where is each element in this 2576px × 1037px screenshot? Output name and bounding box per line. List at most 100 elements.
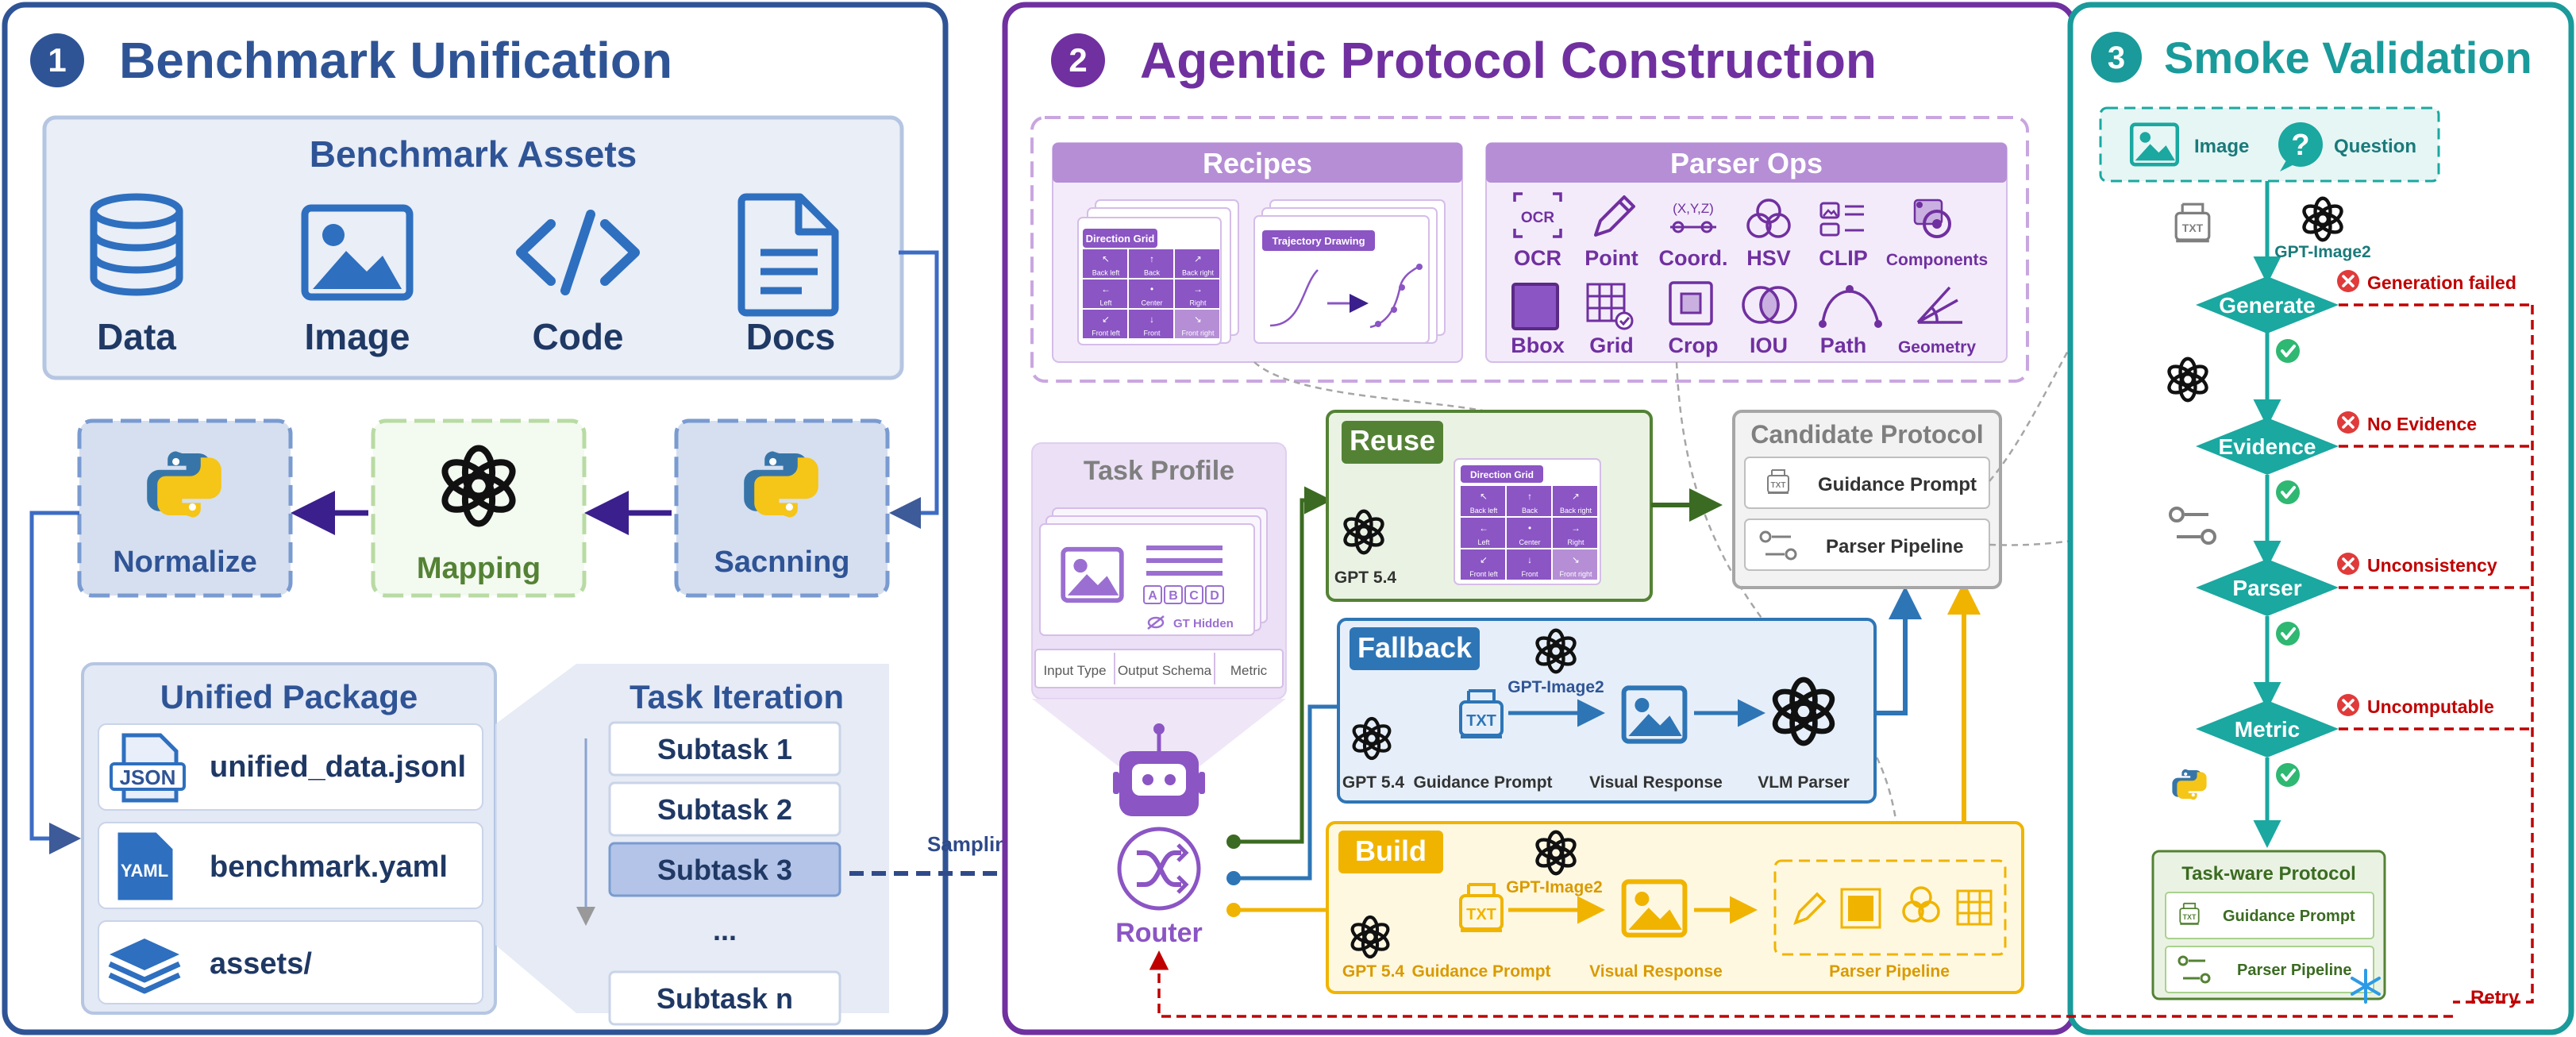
grid-cell-arrow: ↓	[1527, 555, 1532, 565]
subtask-label: Subtask 1	[657, 733, 792, 765]
panel3-title: Smoke Validation	[2164, 33, 2532, 83]
taskware-guidance-row[interactable]	[2165, 892, 2374, 939]
panel-benchmark-unification: 1 Benchmark Unification Benchmark Assets…	[2, 2, 1020, 1035]
coordinate-icon[interactable]: (X,Y,Z)	[1670, 201, 1716, 233]
check-icon	[2274, 761, 2301, 788]
taskware-parser-row[interactable]	[2165, 946, 2374, 993]
grid-cell-label: Right	[1567, 538, 1584, 546]
crop-icon[interactable]	[1669, 281, 1713, 326]
grid-cell-arrow: ←	[1101, 284, 1111, 295]
build-grid-icon	[1956, 889, 1993, 926]
grid-cell-arrow: ↓	[1149, 314, 1154, 325]
recipe-direction-grid: ↖Back left↑Back↗Back right←Left•Center→R…	[1083, 249, 1219, 338]
asset-image-label: Image	[305, 316, 410, 357]
answer-option-letter: B	[1169, 589, 1178, 603]
candidate-guidance-to-validation	[1989, 228, 2165, 482]
grid-cell-label: Front left	[1092, 329, 1120, 337]
subtask-item[interactable]	[608, 781, 841, 837]
shuffle-icon	[1117, 827, 1201, 911]
retry-to-router-arrow	[1149, 950, 2453, 1018]
candidate-guidance-row[interactable]	[1744, 457, 1990, 509]
json-file-icon: JSON	[110, 733, 186, 803]
parser-op-label: CLIP	[1819, 246, 1868, 270]
file-yaml-label: benchmark.yaml	[210, 850, 448, 884]
task-profile-title: Task Profile	[1084, 456, 1234, 486]
scanning-step: Sacnning	[674, 418, 890, 598]
grid-cell-arrow: ↑	[1149, 254, 1154, 264]
gt-hidden-label: GT Hidden	[1173, 617, 1234, 630]
candidate-pipeline-icon	[1759, 530, 1797, 561]
panel2-number: 2	[1069, 41, 1087, 79]
svg-text:JSON: JSON	[120, 765, 176, 789]
path-icon[interactable]	[1819, 285, 1882, 328]
grid-cell-arrow: →	[1571, 523, 1581, 534]
validation-gen-model: GPT-Image2	[2274, 243, 2370, 261]
clip-icon[interactable]	[1819, 202, 1864, 237]
grid-cell-label: Right	[1189, 299, 1207, 306]
iou-icon[interactable]	[1742, 286, 1797, 324]
grid-cell-arrow: ↙	[1480, 555, 1488, 565]
file-row-yaml[interactable]: YAML benchmark.yaml	[98, 822, 483, 909]
grid-cell	[1175, 249, 1219, 278]
mapping-label: Mapping	[417, 552, 541, 585]
grid-icon[interactable]	[1586, 283, 1634, 330]
subtask-item[interactable]	[608, 970, 841, 1026]
candidate-parser-to-validation	[1989, 520, 2163, 546]
grid-cell	[1083, 279, 1127, 308]
profile-field-input-type: Input Type	[1043, 663, 1106, 678]
grid-cell	[1553, 486, 1597, 516]
profile-field-output-schema: Output Schema	[1118, 663, 1212, 678]
grid-cell-label: Back	[1522, 507, 1538, 515]
grid-cell-arrow: ↖	[1102, 254, 1110, 264]
parser-ops-title: Parser Ops	[1670, 147, 1823, 179]
grid-cell	[1461, 549, 1505, 580]
scanning-label: Sacnning	[714, 545, 849, 579]
recipes-title: Recipes	[1203, 147, 1312, 179]
file-row-json[interactable]: JSON unified_data.jsonl	[98, 723, 483, 811]
fail-icon	[2335, 410, 2361, 435]
pen-icon[interactable]	[1594, 195, 1635, 237]
database-icon	[90, 193, 183, 296]
hsv-icon[interactable]	[1746, 199, 1791, 238]
components-icon[interactable]	[1913, 199, 1951, 238]
grid-cell-arrow: ↘	[1572, 555, 1580, 565]
fallback-model-label: GPT 5.4	[1342, 773, 1405, 792]
taskware-title: Task-ware Protocol	[2181, 863, 2356, 885]
grid-cell	[1129, 249, 1173, 278]
bbox-icon[interactable]	[1511, 283, 1559, 330]
grid-cell-label: Back left	[1470, 507, 1498, 515]
geometry-icon[interactable]	[1916, 286, 1962, 324]
subtask-label: Subtask 2	[657, 793, 792, 826]
grid-cell-label: Center	[1141, 299, 1162, 306]
subtask-item[interactable]	[608, 842, 841, 897]
grid-cell-label: Back right	[1182, 268, 1215, 276]
fallback-guidance-label: Guidance Prompt	[1413, 773, 1552, 792]
answer-option-letter: D	[1210, 589, 1219, 603]
svg-text:TXT: TXT	[2183, 913, 2197, 921]
answer-option-letter: A	[1148, 589, 1157, 603]
fail-icon	[2335, 551, 2361, 576]
grid-cell-label: Front left	[1469, 570, 1498, 578]
yaml-file-icon: YAML	[117, 832, 173, 900]
router[interactable]: Router	[1113, 723, 1205, 948]
check-icon	[2274, 337, 2301, 364]
asset-data-label: Data	[97, 316, 176, 357]
grid-cell-arrow: ↗	[1194, 254, 1202, 264]
file-row-assets[interactable]: assets/	[98, 920, 483, 1004]
build-parser-pipeline[interactable]	[1773, 859, 2007, 956]
layers-icon	[108, 939, 181, 994]
profile-field-metric: Metric	[1230, 663, 1268, 678]
grid-cell-label: Left	[1477, 538, 1490, 546]
parser-op-label: Bbox	[1511, 333, 1565, 357]
parser-op-label: Path	[1820, 333, 1867, 357]
ocr-icon[interactable]: OCR	[1513, 192, 1562, 238]
subtask-item[interactable]	[608, 721, 841, 777]
library-container	[1030, 116, 2029, 383]
panel2-title: Agentic Protocol Construction	[1140, 32, 1877, 89]
parser-ops-box: Parser Ops OCR (X,Y,Z)	[1485, 142, 2008, 363]
grid-cell	[1083, 249, 1127, 278]
